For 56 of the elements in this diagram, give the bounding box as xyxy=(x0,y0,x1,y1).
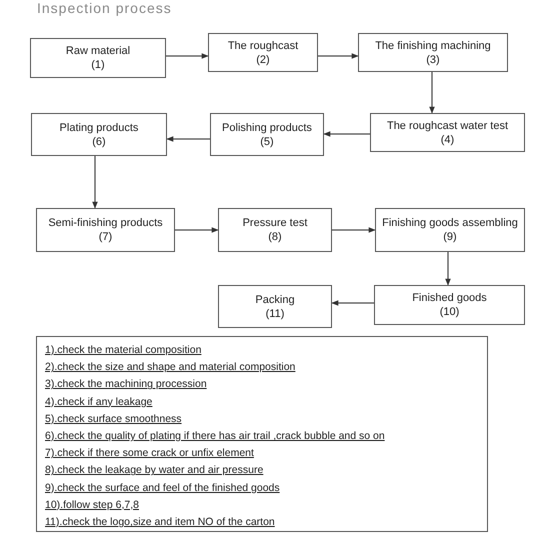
process-box xyxy=(31,113,167,156)
inspection-note: 11).check the logo,size and item NO of the carton xyxy=(45,515,276,530)
step-name: Semi-finishing products xyxy=(48,216,163,230)
step-number: (1) xyxy=(91,58,105,72)
arrow xyxy=(331,300,374,306)
step-number: (5) xyxy=(260,134,274,148)
step-number: (3) xyxy=(426,52,440,66)
arrow xyxy=(323,131,370,137)
process-box xyxy=(370,113,525,152)
arrow xyxy=(332,227,376,233)
step-name: Packing xyxy=(255,292,295,306)
arrow xyxy=(318,53,359,59)
step-name: Pressure test xyxy=(242,216,308,230)
inspection-note: 4).check if any leakage xyxy=(45,394,154,410)
arrow xyxy=(429,72,435,114)
arrow xyxy=(166,136,210,142)
arrow xyxy=(445,252,451,286)
inspection-note: 7).check if there some crack or unfix element xyxy=(45,446,255,462)
process-box xyxy=(36,208,175,252)
process-box xyxy=(218,285,332,328)
step-number: (4) xyxy=(440,132,454,146)
inspection-note: 5).check surface smoothness xyxy=(45,412,183,427)
diagram-title: Inspection process xyxy=(37,0,172,16)
process-box xyxy=(208,33,318,72)
step-name: Raw material xyxy=(66,44,130,58)
inspection-note: 3).check the machining procession xyxy=(45,377,208,392)
arrow xyxy=(166,53,209,59)
step-number: (6) xyxy=(92,134,106,148)
notes-box xyxy=(36,336,488,532)
step-number: (2) xyxy=(256,52,270,66)
inspection-note: 6).check the quality of plating if there has air trail ,crack bubble and so on xyxy=(45,429,386,444)
process-box xyxy=(358,33,508,72)
process-box xyxy=(374,285,525,325)
process-box xyxy=(375,208,525,252)
step-number: (8) xyxy=(268,230,282,244)
step-name: The roughcast water test xyxy=(386,118,508,132)
arrow xyxy=(92,156,98,209)
inspection-note: 9).check the surface and feel of the finished goods xyxy=(45,480,281,496)
step-number: (10) xyxy=(440,305,460,319)
inspection-note: 8).check the leakage by water and air pressure xyxy=(45,463,264,478)
process-box xyxy=(210,113,324,156)
step-name: Polishing products xyxy=(222,120,312,134)
process-box xyxy=(30,38,166,78)
step-number: (11) xyxy=(266,306,284,320)
step-name: Finished goods xyxy=(412,291,487,305)
inspection-note: 2).check the size and shape and material composition xyxy=(45,360,296,376)
step-name: Plating products xyxy=(60,120,138,134)
step-name: Finishing goods assembling xyxy=(382,216,518,230)
inspection-note: 1).check the material composition xyxy=(45,343,202,358)
step-number: (7) xyxy=(98,230,112,244)
step-name: The finishing machining xyxy=(375,38,491,52)
inspection-note: 10).follow step 6,7,8 xyxy=(45,498,140,513)
process-box xyxy=(218,208,332,252)
step-number: (9) xyxy=(443,230,457,244)
arrow xyxy=(174,227,219,233)
step-name: The roughcast xyxy=(228,38,298,52)
